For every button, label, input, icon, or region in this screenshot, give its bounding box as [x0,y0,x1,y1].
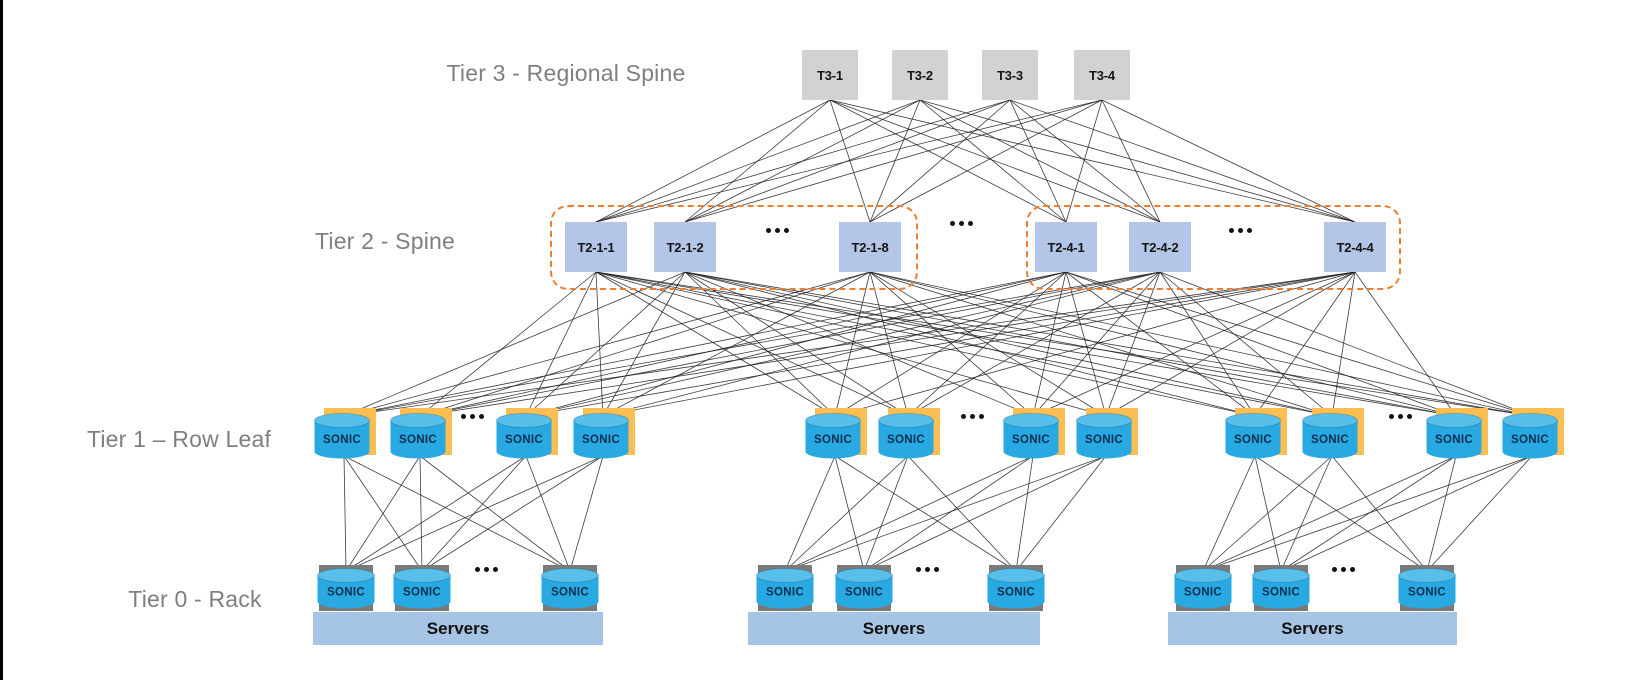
row-leaf-node-cylinder-icon: SONIC [878,413,934,459]
row-leaf-node-cylinder-icon: SONIC [1076,413,1132,459]
svg-text:SONIC: SONIC [403,587,441,599]
rack-node-cylinder-icon: SONIC [1252,568,1310,609]
t2-node: T2-1-2 [654,222,716,272]
t2-node: T2-1-1 [565,222,627,272]
rack-node-cylinder-icon: SONIC [393,568,451,609]
ellipsis [950,221,973,226]
svg-text:SONIC: SONIC [1435,434,1473,446]
tier3-label: Tier 3 - Regional Spine [446,60,686,86]
t2-node: T2-1-8 [839,222,901,272]
svg-text:SONIC: SONIC [1234,434,1272,446]
tier0-label: Tier 0 - Rack [128,586,262,612]
tier1-label: Tier 1 – Row Leaf [86,426,272,452]
row-leaf-node-cylinder-icon: SONIC [1502,413,1558,459]
svg-text:SONIC: SONIC [399,434,437,446]
ellipsis [1229,228,1252,233]
ellipsis [916,567,939,572]
servers-bar: Servers [1168,612,1457,645]
rack-node-cylinder-icon: SONIC [756,568,814,609]
rack-node-cylinder-icon: SONIC [317,568,375,609]
svg-text:SONIC: SONIC [1085,434,1123,446]
row-leaf-node-cylinder-icon: SONIC [573,413,629,459]
svg-text:SONIC: SONIC [845,587,883,599]
svg-text:SONIC: SONIC [1311,434,1349,446]
tier2-label: Tier 2 - Spine [314,228,455,254]
svg-text:SONIC: SONIC [997,587,1035,599]
svg-text:SONIC: SONIC [551,587,589,599]
t3-node: T3-1 [802,50,858,100]
row-leaf-node-cylinder-icon: SONIC [1302,413,1358,459]
t3-node: T3-2 [892,50,948,100]
svg-text:SONIC: SONIC [1511,434,1549,446]
svg-text:SONIC: SONIC [323,434,361,446]
rack-node-cylinder-icon: SONIC [987,568,1045,609]
servers-bar: Servers [313,612,603,645]
svg-text:SONIC: SONIC [1184,587,1222,599]
svg-text:SONIC: SONIC [814,434,852,446]
svg-text:SONIC: SONIC [1012,434,1050,446]
row-leaf-node-cylinder-icon: SONIC [496,413,552,459]
row-leaf-node-cylinder-icon: SONIC [1225,413,1281,459]
t2-node: T2-4-2 [1129,222,1191,272]
rack-node-cylinder-icon: SONIC [1398,568,1456,609]
t3-node: T3-3 [982,50,1038,100]
ellipsis [766,228,789,233]
svg-text:SONIC: SONIC [766,587,804,599]
row-leaf-node-cylinder-icon: SONIC [390,413,446,459]
svg-text:SONIC: SONIC [582,434,620,446]
svg-text:SONIC: SONIC [505,434,543,446]
servers-bar: Servers [748,612,1040,645]
rack-node-cylinder-icon: SONIC [1174,568,1232,609]
left-border-rule [0,0,3,680]
rack-node-cylinder-icon: SONIC [541,568,599,609]
rack-node-cylinder-icon: SONIC [835,568,893,609]
svg-text:SONIC: SONIC [887,434,925,446]
t2-node: T2-4-4 [1324,222,1386,272]
svg-text:SONIC: SONIC [327,587,365,599]
ellipsis [1389,414,1412,419]
row-leaf-node-cylinder-icon: SONIC [805,413,861,459]
svg-text:SONIC: SONIC [1262,587,1300,599]
t2-node: T2-4-1 [1035,222,1097,272]
ellipsis [475,567,498,572]
row-leaf-node-cylinder-icon: SONIC [1426,413,1482,459]
t3-node: T3-4 [1074,50,1130,100]
ellipsis [461,414,484,419]
svg-text:SONIC: SONIC [1408,587,1446,599]
row-leaf-node-cylinder-icon: SONIC [1003,413,1059,459]
row-leaf-node-cylinder-icon: SONIC [314,413,370,459]
ellipsis [961,414,984,419]
t2-group-outline [1026,205,1401,290]
ellipsis [1332,567,1355,572]
t2-group-outline [550,205,918,290]
